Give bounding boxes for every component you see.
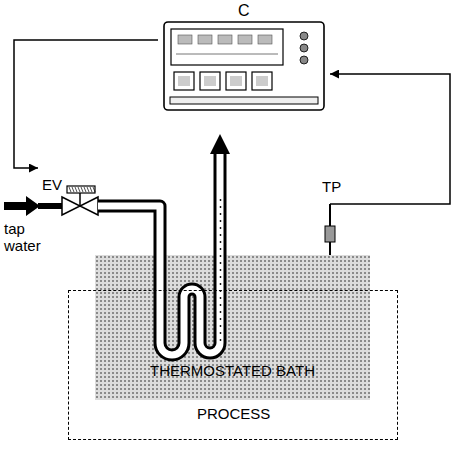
display-digit [258, 35, 272, 44]
coil-bubble [220, 339, 222, 341]
coil-bubble [220, 206, 222, 208]
coil-bubble [220, 255, 222, 257]
coil-bubble [220, 213, 222, 215]
controller-slot [170, 97, 318, 104]
valve-stem [79, 193, 81, 206]
coil-bubble [220, 311, 222, 313]
solenoid-valve: EV [38, 160, 104, 222]
display-panel [171, 29, 283, 65]
coil-bubble [220, 234, 222, 236]
hatch-stroke [84, 187, 86, 192]
coil-bubble [220, 248, 222, 250]
key-button [226, 72, 246, 90]
coil-bubble [220, 269, 222, 271]
probe-lead [330, 203, 354, 205]
hatch-stroke [93, 187, 95, 192]
node-label: C [238, 2, 250, 20]
key-button [174, 72, 194, 90]
display-rule [176, 54, 278, 55]
node-label: PROCESS [197, 405, 270, 423]
display-digit [178, 35, 192, 44]
coil-bubble [220, 332, 222, 334]
key-face [256, 76, 268, 86]
key-face [204, 76, 216, 86]
node-label: THERMOSTATED BATH [150, 362, 315, 380]
coil-tube [98, 152, 220, 355]
thermostated-bath: THERMOSTATED BATH [95, 255, 370, 400]
display-digit [238, 35, 252, 44]
hatch-stroke [90, 187, 92, 192]
display-digit [218, 35, 232, 44]
valve-actuator [67, 186, 95, 193]
outlet-arrow [210, 134, 230, 154]
coil-bubble [220, 241, 222, 243]
signal-line [14, 40, 158, 168]
coil-bore [98, 152, 220, 355]
hatch-stroke [78, 187, 80, 192]
coil-bubble [220, 276, 222, 278]
key-face [178, 76, 190, 86]
inlet-arrow [4, 196, 40, 216]
coil-bubble [220, 227, 222, 229]
coil-bubble [220, 283, 222, 285]
coil-bubble [220, 304, 222, 306]
coil-bubble [220, 318, 222, 320]
hatch-stroke [81, 187, 83, 192]
node-label: TP [322, 178, 341, 196]
controller-housing [164, 22, 324, 110]
coil-bubble [220, 220, 222, 222]
key-face [230, 76, 242, 86]
inlet-pipe [38, 203, 64, 209]
coil-bubble [220, 297, 222, 299]
display-digit [198, 35, 212, 44]
coil-bubble [220, 262, 222, 264]
coil-bubble [220, 199, 222, 201]
indicator-lamp [300, 32, 308, 40]
hatch-stroke [87, 187, 89, 192]
node-label: EV [42, 176, 62, 194]
probe-head [325, 226, 335, 242]
key-button [200, 72, 220, 90]
signal-line [330, 74, 450, 204]
actuator-hatch [69, 187, 95, 192]
hatch-stroke [69, 187, 71, 192]
coil-bubble [220, 325, 222, 327]
controller: C [158, 2, 330, 114]
hatch-stroke [72, 187, 74, 192]
valve-body [80, 197, 98, 215]
indicator-lamp [300, 44, 308, 52]
valve-body [62, 197, 80, 215]
inlet-label: tap water [4, 220, 48, 254]
key-button [252, 72, 272, 90]
hatch-stroke [75, 187, 77, 192]
indicator-lamp [300, 56, 308, 64]
